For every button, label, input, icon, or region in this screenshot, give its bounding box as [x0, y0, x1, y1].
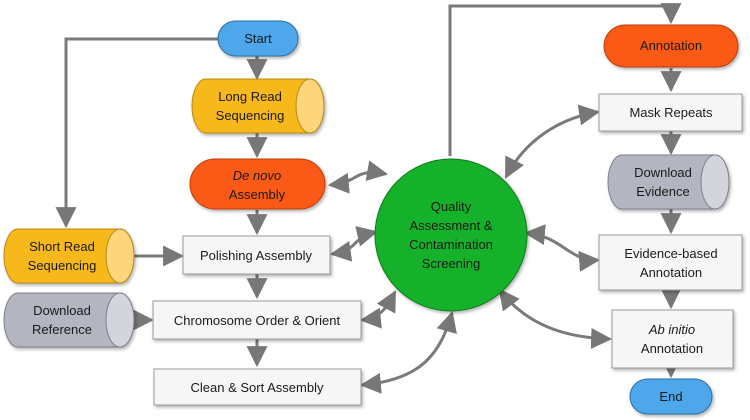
link-qa-abinitio: [498, 288, 613, 349]
start-node: Start: [217, 20, 299, 57]
polishing-assembly-node: Polishing Assembly: [182, 235, 331, 275]
clean-sort-label: Clean & Sort Assembly: [191, 380, 324, 395]
annotation-node: Annotation: [603, 24, 739, 68]
connectors: [55, 3, 682, 394]
clean-sort-assembly-node: Clean & Sort Assembly: [153, 368, 362, 406]
polishing-label: Polishing Assembly: [200, 248, 312, 263]
short-read-line-1: Short Read: [29, 239, 95, 254]
long-read-line-2: Sequencing: [216, 108, 285, 123]
download-evidence-line-1: Download: [634, 165, 692, 180]
qa-line-2: Assessment &: [409, 218, 492, 233]
short-read-line-2: Sequencing: [28, 258, 97, 273]
download-reference-node: Download Reference: [3, 292, 135, 348]
end-label: End: [659, 389, 682, 404]
link-qa-mask: [504, 104, 601, 179]
qa-line-3: Contamination: [409, 237, 493, 252]
mask-repeats-label: Mask Repeats: [629, 105, 713, 120]
ab-initio-line-1: Ab initio: [648, 322, 695, 337]
download-evidence-line-2: Evidence: [636, 184, 689, 199]
link-qa-evbased: [523, 224, 601, 272]
evidence-based-annotation-node: Evidence-based Annotation: [598, 234, 743, 291]
long-read-sequencing-node: Long Read Sequencing: [191, 78, 325, 134]
de-novo-assembly-node: De novo Assembly: [189, 158, 326, 210]
arrow-start-to-short-read: [55, 37, 218, 229]
quality-assessment-node: Quality Assessment & Contamination Scree…: [374, 158, 528, 312]
link-clean-qa: [359, 310, 457, 394]
start-label: Start: [244, 31, 272, 46]
end-node: End: [629, 378, 713, 415]
short-read-sequencing-node: Short Read Sequencing: [3, 228, 135, 284]
annotation-label: Annotation: [640, 38, 702, 53]
ab-initio-line-2: Annotation: [641, 341, 703, 356]
qa-line-1: Quality: [431, 199, 472, 214]
link-de-novo-qa: [327, 160, 389, 194]
download-reference-line-1: Download: [33, 303, 91, 318]
mask-repeats-node: Mask Repeats: [598, 93, 743, 132]
link-polishing-qa: [329, 226, 379, 262]
chromosome-label: Chromosome Order & Orient: [174, 313, 341, 328]
evidence-based-line-1: Evidence-based: [624, 246, 717, 261]
arrow-qa-to-annotation: [448, 3, 682, 156]
download-reference-line-2: Reference: [32, 322, 92, 337]
evidence-based-line-2: Annotation: [640, 265, 702, 280]
long-read-line-1: Long Read: [218, 89, 282, 104]
ab-initio-annotation-node: Ab initio Annotation: [611, 309, 734, 369]
download-evidence-node: Download Evidence: [607, 154, 730, 210]
de-novo-line-1: De novo: [233, 168, 281, 183]
de-novo-line-2: Assembly: [229, 187, 286, 202]
link-chromosome-qa: [359, 290, 397, 329]
qa-line-4: Screening: [422, 256, 481, 271]
chromosome-order-node: Chromosome Order & Orient: [152, 300, 362, 340]
